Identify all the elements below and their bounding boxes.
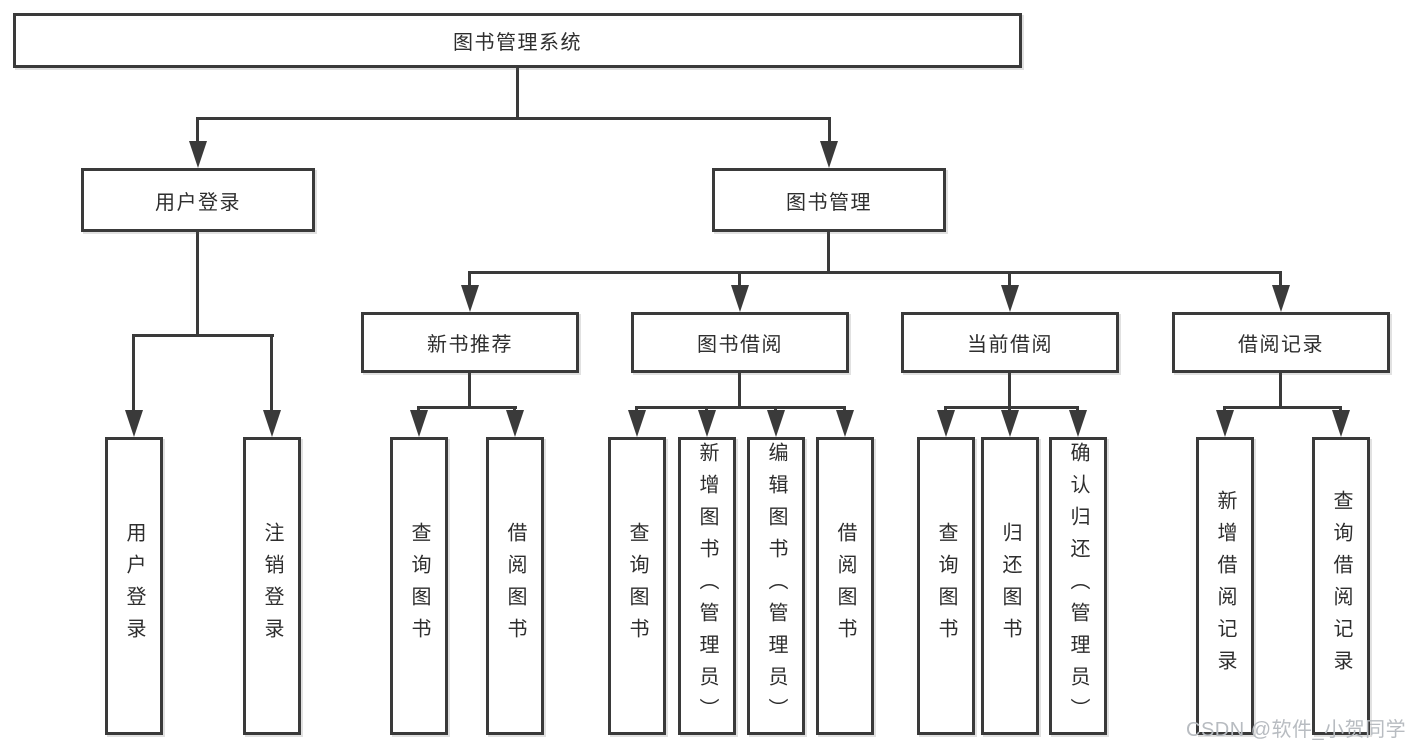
connector-current-horizontal [944,406,1079,409]
leaf-borrow-books-recommend: 借阅图书 [486,437,544,735]
arrowhead-down-icon [767,410,785,437]
leaf-add-books-admin: 新增图书（管理员） [678,437,736,735]
connector-root-vertical [516,68,519,120]
arrowhead-down-icon [506,410,524,437]
connector-records-horizontal [1223,406,1342,409]
arrowhead-down-icon [1001,410,1019,437]
node-book-management: 图书管理 [712,168,946,232]
connector-root-horizontal [196,117,831,120]
arrowhead-down-icon [263,410,281,437]
connector-bookmgmt-stub-3 [1008,271,1011,291]
arrowhead-down-icon [937,410,955,437]
connector-bookmgmt-vertical [827,232,830,274]
connector-bookmgmt-stub-2 [738,271,741,291]
connector-current-vertical [1008,373,1011,409]
arrowhead-down-icon [820,141,838,168]
arrowhead-down-icon [189,141,207,168]
leaf-confirm-return-admin: 确认归还（管理员） [1049,437,1107,735]
leaf-query-books-current: 查询图书 [917,437,975,735]
connector-newbook-vertical [468,373,471,409]
node-new-book-recommendation: 新书推荐 [361,312,579,373]
arrowhead-down-icon [1069,410,1087,437]
leaf-logout: 注销登录 [243,437,301,735]
leaf-query-books-recommend: 查询图书 [390,437,448,735]
arrowhead-down-icon [461,285,479,312]
leaf-borrow-books-borrowing: 借阅图书 [816,437,874,735]
arrowhead-down-icon [1001,285,1019,312]
node-book-management-system: 图书管理系统 [13,13,1022,68]
connector-borrowing-horizontal [635,406,846,409]
connector-userlogin-stub-1 [132,334,135,414]
leaf-add-borrowing-record: 新增借阅记录 [1196,437,1254,735]
arrowhead-down-icon [410,410,428,437]
connector-newbook-horizontal [417,406,517,409]
arrowhead-down-icon [125,410,143,437]
leaf-user-login: 用户登录 [105,437,163,735]
connector-bookmgmt-horizontal [468,271,1282,274]
arrowhead-down-icon [1272,285,1290,312]
leaf-query-borrowing-record: 查询借阅记录 [1312,437,1370,735]
connector-bookmgmt-stub-4 [1279,271,1282,291]
node-current-borrowing: 当前借阅 [901,312,1119,373]
connector-root-stub-left [196,117,199,144]
arrowhead-down-icon [1216,410,1234,437]
node-borrowing-records: 借阅记录 [1172,312,1390,373]
arrowhead-down-icon [731,285,749,312]
connector-userlogin-horizontal [132,334,274,337]
leaf-edit-books-admin: 编辑图书（管理员） [747,437,805,735]
csdn-watermark: CSDN @软件_小贺同学 [1186,719,1405,741]
node-book-borrowing: 图书借阅 [631,312,849,373]
leaf-return-books: 归还图书 [981,437,1039,735]
connector-userlogin-stub-2 [270,334,273,414]
connector-root-stub-right [828,117,831,144]
connector-bookmgmt-stub-1 [468,271,471,291]
connector-borrowing-vertical [738,373,741,409]
node-user-login: 用户登录 [81,168,315,232]
arrowhead-down-icon [628,410,646,437]
leaf-query-books-borrowing: 查询图书 [608,437,666,735]
connector-userlogin-vertical [196,232,199,337]
arrowhead-down-icon [1332,410,1350,437]
arrowhead-down-icon [836,410,854,437]
connector-records-vertical [1279,373,1282,409]
arrowhead-down-icon [698,410,716,437]
